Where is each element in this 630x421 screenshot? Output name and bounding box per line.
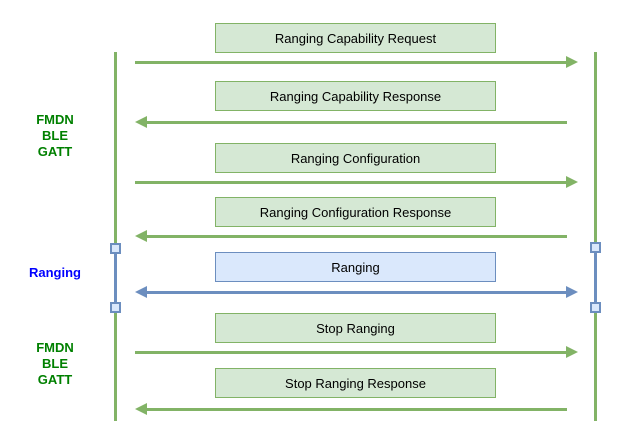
lifeline-right bbox=[594, 52, 597, 421]
phase-label-fmdn-ble-gatt-top: FMDN BLE GATT bbox=[5, 112, 105, 160]
message-label: Ranging bbox=[331, 259, 380, 275]
arrow-left bbox=[147, 120, 567, 124]
arrow-bidirectional bbox=[147, 290, 566, 294]
activation-start-marker-right bbox=[590, 242, 601, 253]
message-box-stop-ranging-response: Stop Ranging Response bbox=[215, 368, 496, 398]
phase-label-line: GATT bbox=[37, 144, 73, 159]
message-box-ranging-capability-request: Ranging Capability Request bbox=[215, 23, 496, 53]
message-box-ranging-configuration: Ranging Configuration bbox=[215, 143, 496, 173]
arrowhead-left-icon bbox=[135, 115, 147, 128]
activation-end-marker-right bbox=[590, 302, 601, 313]
message-box-ranging-configuration-response: Ranging Configuration Response bbox=[215, 197, 496, 227]
message-box-stop-ranging: Stop Ranging bbox=[215, 313, 496, 343]
message-label: Ranging Capability Response bbox=[269, 88, 442, 104]
phase-label-line: GATT bbox=[37, 372, 73, 387]
arrow-right bbox=[135, 60, 566, 64]
message-box-ranging: Ranging bbox=[215, 252, 496, 282]
arrowhead-left-icon bbox=[135, 402, 147, 415]
phase-label-line: FMDN bbox=[36, 340, 74, 355]
message-label: Stop Ranging Response bbox=[285, 375, 426, 391]
arrowhead-left-icon bbox=[135, 229, 147, 242]
phase-label-line: BLE bbox=[42, 356, 68, 371]
activation-end-marker-left bbox=[110, 302, 121, 313]
arrow-right bbox=[135, 350, 566, 354]
phase-label-fmdn-ble-gatt-bottom: FMDN BLE GATT bbox=[5, 340, 105, 388]
phase-label-line: FMDN bbox=[36, 112, 74, 127]
arrowhead-left-icon bbox=[135, 285, 147, 298]
arrow-right bbox=[135, 180, 566, 184]
activation-start-marker-left bbox=[110, 243, 121, 254]
message-label: Ranging Configuration Response bbox=[259, 204, 452, 220]
arrowhead-right-icon bbox=[566, 345, 578, 358]
arrowhead-right-icon bbox=[566, 285, 578, 298]
arrowhead-right-icon bbox=[566, 55, 578, 68]
phase-label-ranging: Ranging bbox=[29, 265, 81, 280]
lifeline-right-ranging-segment bbox=[594, 247, 597, 308]
message-box-ranging-capability-response: Ranging Capability Response bbox=[215, 81, 496, 111]
message-label: Stop Ranging bbox=[316, 320, 395, 336]
arrowhead-right-icon bbox=[566, 175, 578, 188]
lifeline-left bbox=[114, 52, 117, 421]
arrow-left bbox=[147, 407, 567, 411]
arrow-left bbox=[147, 234, 567, 238]
message-label: Ranging Configuration bbox=[290, 150, 421, 166]
lifeline-left-ranging-segment bbox=[114, 247, 117, 308]
phase-label-line: BLE bbox=[42, 128, 68, 143]
message-label: Ranging Capability Request bbox=[274, 30, 437, 46]
